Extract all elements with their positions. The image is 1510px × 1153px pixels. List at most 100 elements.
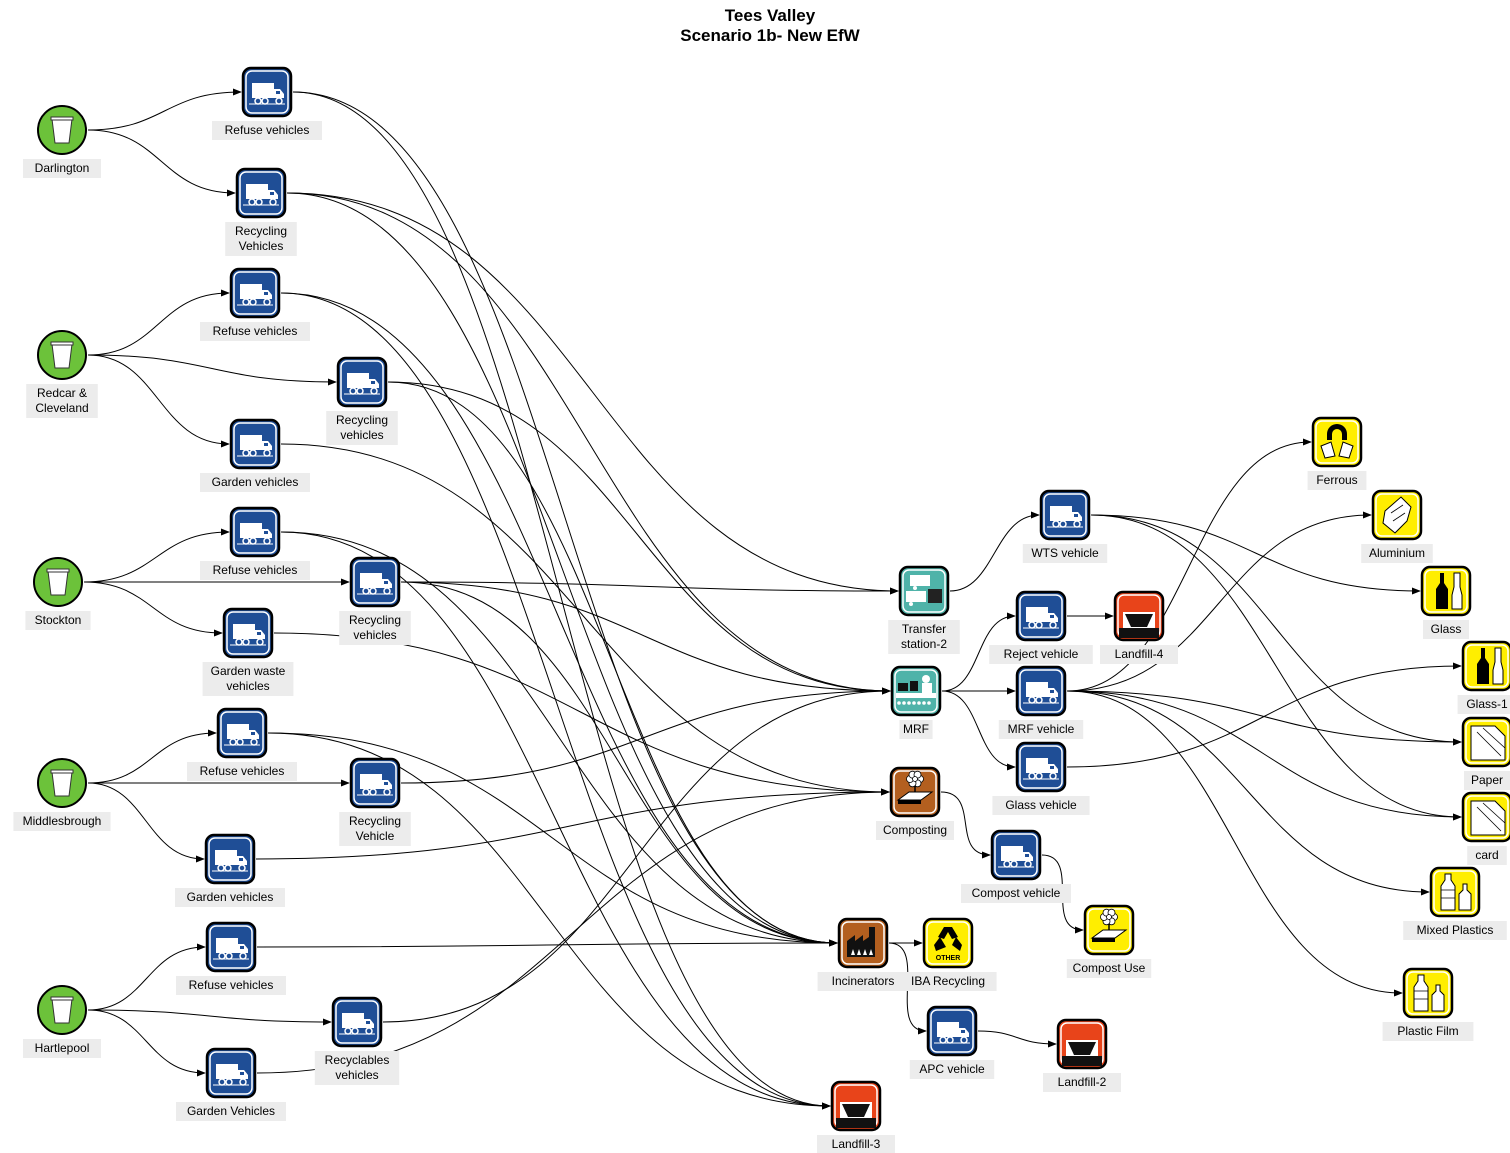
node-apc_vehicle[interactable]: APC vehicle (909, 1005, 995, 1079)
truck-icon (1023, 682, 1059, 704)
edge-wts_vehicle-to-paper (1090, 514, 1462, 746)
title-line-2: Scenario 1b- New EfW (680, 26, 860, 45)
bottle-icon (1436, 572, 1463, 610)
edge-r_recycling-to-mrf (387, 381, 891, 695)
node-mixed_plastics[interactable]: Mixed Plastics (1403, 866, 1507, 940)
node-label-text: Garden vehicles (212, 475, 299, 489)
edge-composting-to-compost_vehicle (940, 791, 991, 859)
edge-middlesbrough-to-m_garden (87, 782, 205, 863)
node-label-text: Cleveland (35, 401, 88, 415)
node-plastic_film[interactable]: Plastic Film (1382, 967, 1474, 1041)
paper-icon (1470, 800, 1506, 836)
waste-bin-icon (50, 769, 74, 797)
node-compost_use[interactable]: Compost Use (1066, 904, 1152, 978)
node-label: Aluminium (1361, 544, 1433, 563)
node-paper[interactable]: Paper (1461, 716, 1510, 790)
node-m_garden[interactable]: Garden vehicles (175, 833, 285, 907)
node-label: Composting (876, 821, 954, 840)
node-label: Compost Use (1066, 959, 1152, 978)
waste-bin-icon (46, 568, 70, 596)
edge-r_garden-to-composting (280, 443, 890, 796)
node-mrf[interactable]: MRF (890, 665, 942, 739)
node-label-text: Glass vehicle (1005, 798, 1077, 812)
truck-icon (249, 83, 285, 105)
node-ferrous[interactable]: Ferrous (1307, 416, 1367, 490)
node-landfill4[interactable]: Landfill-4 (1100, 590, 1178, 664)
node-mrf_vehicle[interactable]: MRF vehicle (998, 665, 1084, 739)
node-glass_vehicle[interactable]: Glass vehicle (992, 741, 1090, 815)
edge-hartlepool-to-h_recyclables (87, 1009, 332, 1026)
node-label-text: Reject vehicle (1004, 647, 1079, 661)
node-label-text: Paper (1471, 773, 1503, 787)
node-landfill2[interactable]: Landfill-2 (1043, 1018, 1121, 1092)
node-label-text: Mixed Plastics (1417, 923, 1494, 937)
node-label-text: MRF (903, 722, 929, 736)
transfer-station-icon (906, 575, 942, 606)
node-glass[interactable]: Glass (1420, 565, 1472, 639)
node-label-text: Transfer (902, 622, 946, 636)
node-label: Garden Vehicles (176, 1102, 286, 1121)
node-darlington[interactable]: Darlington (23, 105, 101, 178)
node-hartlepool[interactable]: Hartlepool (23, 985, 101, 1058)
node-wts_vehicle[interactable]: WTS vehicle (1022, 489, 1108, 563)
edge-m_garden-to-composting (255, 788, 890, 860)
node-middlesbrough[interactable]: Middlesbrough (13, 758, 111, 831)
node-r_garden[interactable]: Garden vehicles (200, 418, 310, 492)
node-card[interactable]: card (1461, 791, 1510, 865)
node-h_refuse[interactable]: Refuse vehicles (176, 921, 286, 995)
node-m_refuse[interactable]: Refuse vehicles (187, 707, 297, 781)
waste-bin-icon (50, 341, 74, 369)
edge-h_recyclables-to-mrf (382, 687, 891, 1023)
node-landfill3[interactable]: Landfill-3 (817, 1080, 895, 1153)
node-s_refuse[interactable]: Refuse vehicles (200, 506, 310, 580)
node-d_refuse[interactable]: Refuse vehicles (212, 66, 322, 140)
node-label-text: Refuse vehicles (225, 123, 310, 137)
node-composting[interactable]: Composting (876, 766, 954, 840)
edge-d_recycling-to-incinerators (286, 192, 838, 947)
node-glass1[interactable]: Glass-1 (1457, 640, 1510, 714)
node-label: Landfill-3 (817, 1135, 895, 1153)
edges-layer (83, 88, 1462, 1110)
edge-h_refuse-to-incinerators (256, 939, 838, 948)
edge-redcar-to-r_refuse (87, 289, 230, 356)
node-label-text: Incinerators (832, 974, 895, 988)
node-reject_vehicle[interactable]: Reject vehicle (989, 590, 1093, 664)
node-label: Glass (1423, 620, 1469, 639)
node-stockton[interactable]: Stockton (25, 557, 91, 630)
node-incinerators[interactable]: Incinerators (817, 917, 909, 991)
node-label-text: Aluminium (1369, 546, 1425, 560)
truck-icon (213, 1064, 249, 1086)
node-r_refuse[interactable]: Refuse vehicles (200, 267, 310, 341)
node-label-text: Recycling (349, 814, 401, 828)
node-h_garden[interactable]: Garden Vehicles (176, 1047, 286, 1121)
edge-m_refuse-to-landfill3 (267, 732, 831, 1110)
edge-r_refuse-to-incinerators (280, 292, 838, 947)
edge-stockton-to-s_refuse (83, 528, 230, 583)
node-redcar[interactable]: Redcar &Cleveland (26, 330, 98, 418)
bottle-icon (1477, 647, 1504, 685)
truck-icon (339, 1013, 375, 1035)
node-label: Refuse vehicles (200, 561, 310, 580)
edge-d_recycling-to-transfer2 (286, 192, 899, 595)
node-label-text: vehicles (353, 628, 396, 642)
node-label: Paper (1464, 771, 1510, 790)
node-label: WTS vehicle (1022, 544, 1108, 563)
node-label: IBA Recycling (899, 972, 997, 991)
node-aluminium[interactable]: Aluminium (1361, 489, 1433, 563)
node-compost_vehicle[interactable]: Compost vehicle (961, 829, 1071, 903)
node-label-text: Refuse vehicles (189, 978, 274, 992)
node-label-text: Middlesbrough (23, 814, 102, 828)
